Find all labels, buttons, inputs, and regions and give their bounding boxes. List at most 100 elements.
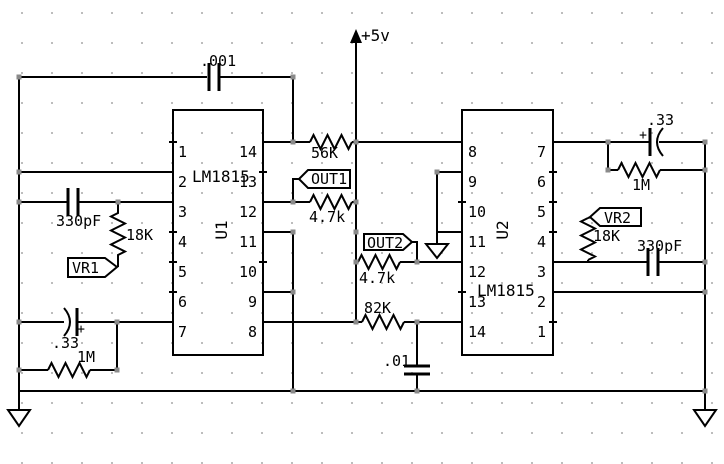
junction-dot: [290, 199, 296, 205]
pin-number: 12: [239, 203, 257, 221]
pin-number: 4: [178, 233, 187, 251]
junction-dot: [353, 319, 359, 325]
pin-number: 11: [468, 233, 486, 251]
pin-number: 8: [468, 143, 477, 161]
ic-u1-pin-numbers: 1 2 3 4 5 6 7 14 13 12 11 10 9 8: [178, 143, 257, 341]
junction-dot: [434, 169, 440, 175]
junction-dot: [114, 367, 120, 373]
ground-icon-right: [692, 409, 718, 428]
ic-u2-part-label: LM1815: [477, 281, 535, 300]
junction-dot: [16, 74, 22, 80]
flag-out2-label: OUT2: [367, 234, 403, 252]
ic-u1-ref-label: U1: [212, 220, 231, 239]
junction-dot: [353, 259, 359, 265]
pin-number: 12: [468, 263, 486, 281]
junction-dot: [353, 199, 359, 205]
pin-number: 7: [537, 143, 546, 161]
flag-out2: OUT2: [363, 233, 414, 252]
pin-number: 1: [537, 323, 546, 341]
polarity-plus-right: +: [639, 128, 647, 143]
flag-out1-shape: [297, 169, 351, 189]
ic-u1: LM1815 U1 1 2 3 4 5 6 7 14 13 12 11 10 9…: [169, 109, 267, 356]
junction-dot: [290, 229, 296, 235]
pin-number: 8: [248, 323, 257, 341]
junction-dot: [290, 139, 296, 145]
pin-number: 9: [248, 293, 257, 311]
power-and-grounds: +5v: [6, 26, 718, 428]
wires: [18, 40, 706, 409]
junction-dot: [414, 388, 420, 394]
flag-out1-label: OUT1: [311, 170, 347, 188]
label-c-01: .01: [383, 352, 410, 370]
capacitor-33-right: [648, 127, 664, 157]
label-r-56k: 56K: [311, 144, 338, 162]
resistor-1m-right: [617, 160, 661, 180]
junction-dot: [702, 388, 708, 394]
flag-vr1: VR1: [67, 257, 119, 278]
pin-number: 1: [178, 143, 187, 161]
junction-dot: [605, 167, 611, 173]
label-c-330pf-left: 330pF: [56, 212, 101, 230]
junction-dot: [16, 367, 22, 373]
flag-out1: OUT1: [297, 169, 351, 189]
flag-vr1-label: VR1: [72, 259, 99, 277]
pin-number: 13: [468, 293, 486, 311]
flag-out2-shape: [363, 233, 414, 251]
wire-left-1m-branch: [19, 322, 118, 371]
label-r-1m-right: 1M: [632, 176, 650, 194]
pin-number: 14: [239, 143, 257, 161]
capacitors: [63, 63, 664, 376]
junction-dot: [702, 139, 708, 145]
wire-out1: [292, 178, 299, 202]
ic-u2-pin-numbers: 8 9 10 11 12 13 14 7 6 5 4 3 2 1: [468, 143, 546, 341]
label-c-top: .001: [200, 52, 236, 70]
resistor-82k: [361, 312, 405, 332]
pin-number: 5: [178, 263, 187, 281]
cap-plate-curved: [63, 307, 71, 337]
junction-dot: [290, 289, 296, 295]
pin-number: 6: [178, 293, 187, 311]
resistor-18k-left: [108, 202, 128, 267]
label-r-1m-left: 1M: [77, 348, 95, 366]
label-c-33-left: .33: [52, 334, 79, 352]
junction-dot: [290, 74, 296, 80]
junction-dot: [115, 199, 121, 205]
junction-dot: [702, 289, 708, 295]
junction-dot: [605, 139, 611, 145]
pin-number: 13: [239, 173, 257, 191]
resistor-56k: [309, 132, 353, 152]
pin-number: 2: [537, 293, 546, 311]
value-labels: .001 56K 4.7k 4.7k 82K .01 330pF 18K .33…: [52, 52, 682, 370]
ground-icon-middle: [423, 243, 451, 260]
pin-number: 7: [178, 323, 187, 341]
pin-number: 14: [468, 323, 486, 341]
junction-dots: [16, 74, 708, 394]
junction-dot: [414, 319, 420, 325]
capacitor-330pf-left: [66, 188, 80, 216]
junction-dot: [414, 259, 420, 265]
pin-number: 2: [178, 173, 187, 191]
wire-top: [19, 76, 294, 142]
junction-dot: [702, 259, 708, 265]
label-c-330pf-right: 330pF: [637, 237, 682, 255]
up-arrow-icon: [350, 29, 362, 43]
label-r-82k: 82K: [364, 299, 391, 317]
label-c-33-right: .33: [647, 111, 674, 129]
ic-u1-part-label: LM1815: [192, 167, 250, 186]
ic-u1-pin-stubs: [169, 141, 267, 293]
capacitor-001: [207, 63, 221, 91]
junction-dot: [16, 169, 22, 175]
net-flags: OUT1 OUT2 VR1 VR2: [67, 169, 642, 278]
junction-dot: [353, 229, 359, 235]
resistors: [47, 132, 661, 380]
ic-u2: LM1815 U2 8 9 10 11 12 13 14 7 6 5 4 3 2…: [458, 109, 557, 356]
label-r-4k7-u1: 4.7k: [309, 208, 345, 226]
capacitor-33-left: [63, 307, 79, 337]
pin-number: 10: [468, 203, 486, 221]
junction-dot: [16, 319, 22, 325]
junction-dot: [16, 199, 22, 205]
ic-u2-pin-stubs: [458, 171, 557, 323]
resistor-1m-left: [47, 360, 91, 380]
